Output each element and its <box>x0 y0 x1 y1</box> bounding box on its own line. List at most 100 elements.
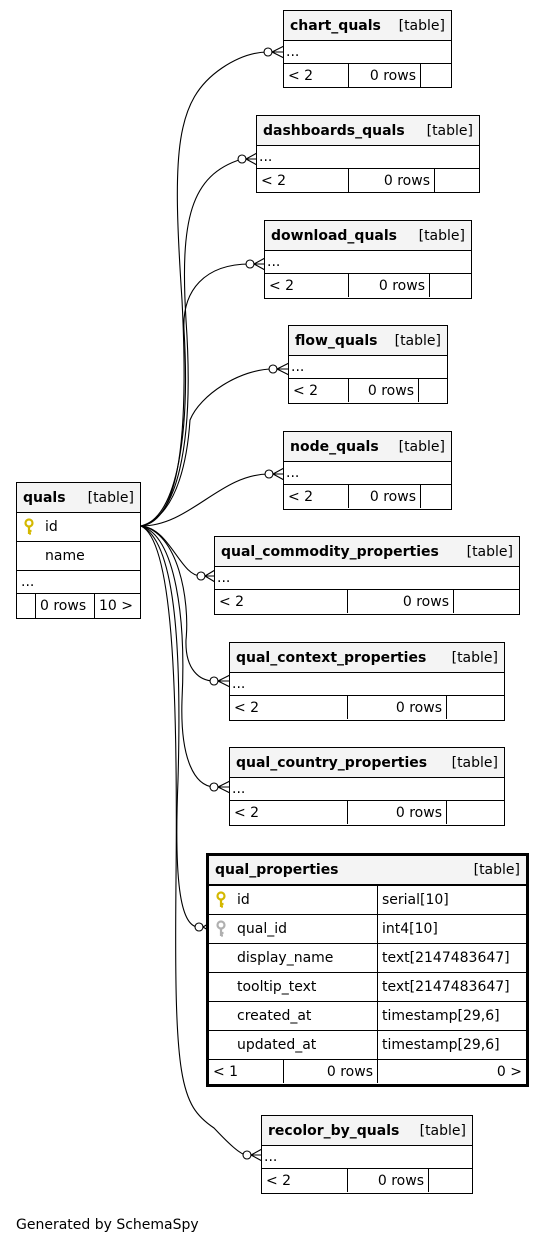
crowfoot-circle <box>237 154 247 164</box>
edge-qual-context <box>140 525 215 682</box>
table-name: download_quals <box>271 227 397 244</box>
table-name: recolor_by_quals <box>268 1122 400 1139</box>
nav-prev[interactable]: < 2 <box>261 172 287 189</box>
table-qual-country-properties[interactable]: qual_country_properties[table] ... < 2 0… <box>229 747 505 826</box>
crowfoot-circle <box>268 364 278 374</box>
ellipsis-row: ... <box>17 570 140 593</box>
nav-next[interactable]: 0 > <box>377 1060 526 1083</box>
column-type: int4[10] <box>377 915 526 943</box>
nav-prev[interactable]: < 2 <box>234 699 260 716</box>
table-recolor-by-quals[interactable]: recolor_by_quals[table] ... < 2 0 rows <box>261 1115 473 1194</box>
edge-node-quals <box>140 473 270 527</box>
nav-prev[interactable]: < 2 <box>266 1172 292 1189</box>
table-type: [table] <box>426 122 473 139</box>
table-name: dashboards_quals <box>263 122 405 139</box>
table-type: [table] <box>398 438 445 455</box>
crowfoot-circle <box>245 259 255 269</box>
row-count: 0 rows <box>348 485 420 508</box>
row-count: 0 rows <box>347 696 446 719</box>
table-node-quals[interactable]: node_quals [table] ... < 2 0 rows <box>283 431 452 510</box>
footer-row: < 2 0 rows <box>265 273 471 297</box>
column-type: timestamp[29,6] <box>377 1002 526 1030</box>
column-name: display_name <box>237 950 334 966</box>
footer-row: < 2 0 rows <box>284 63 451 87</box>
row-count: 0 rows <box>348 379 418 402</box>
footer-row: < 2 0 rows <box>262 1168 472 1192</box>
table-type: [table] <box>419 1122 466 1139</box>
table-name: qual_commodity_properties <box>221 543 439 560</box>
primary-key-icon <box>23 518 37 536</box>
crowfoot <box>250 1148 263 1162</box>
footer-row: < 1 0 rows 0 > <box>209 1059 526 1083</box>
table-type: [table] <box>418 227 465 244</box>
footer-row: < 2 0 rows <box>230 800 504 824</box>
row-count: 0 rows <box>35 594 94 618</box>
table-quals[interactable]: quals [table] id name ... 0 rows 10 > <box>16 482 141 619</box>
footer-row: < 2 0 rows <box>289 378 447 402</box>
column-type: text[2147483647] <box>377 944 526 972</box>
table-chart-quals[interactable]: chart_quals[table] ... < 2 0 rows <box>283 10 452 88</box>
table-header: quals [table] <box>17 483 140 512</box>
crowfoot <box>276 362 290 376</box>
column-row[interactable]: id <box>17 512 140 541</box>
table-qual-properties[interactable]: qual_properties [table] id serial[10] qu… <box>206 853 529 1087</box>
crowfoot <box>204 569 216 583</box>
footer-row: < 2 0 rows <box>257 168 479 192</box>
table-type: [table] <box>398 17 445 34</box>
ellipsis-row: ... <box>257 145 479 168</box>
table-dashboards-quals[interactable]: dashboards_quals [table] ... < 2 0 rows <box>256 115 480 193</box>
table-qual-context-properties[interactable]: qual_context_properties[table] ... < 2 0… <box>229 642 505 721</box>
table-header: qual_properties [table] <box>209 856 526 885</box>
column-type: serial[10] <box>377 886 526 914</box>
table-type: [table] <box>451 754 498 771</box>
footer-row: < 2 0 rows <box>284 484 451 508</box>
table-name: qual_properties <box>215 862 339 878</box>
table-type: [table] <box>394 332 441 349</box>
table-qual-commodity-properties[interactable]: qual_commodity_properties[table] ... < 2… <box>214 536 520 615</box>
column-name: tooltip_text <box>237 979 317 995</box>
crowfoot <box>253 257 266 271</box>
row-count: 0 rows <box>348 169 434 192</box>
column-row[interactable]: qual_id int4[10] <box>209 914 526 943</box>
table-name: qual_context_properties <box>236 649 427 666</box>
column-row[interactable]: id serial[10] <box>209 885 526 914</box>
column-row[interactable]: updated_at timestamp[29,6] <box>209 1030 526 1059</box>
table-type: [table] <box>466 543 513 560</box>
row-count: 0 rows <box>283 1060 377 1083</box>
row-count: 0 rows <box>348 274 429 297</box>
primary-key-icon <box>215 891 229 909</box>
table-type: [table] <box>87 489 134 506</box>
crowfoot-circle <box>263 47 273 57</box>
edge-recolor-by-quals <box>140 525 247 1156</box>
nav-prev[interactable]: < 2 <box>269 277 295 294</box>
nav-next[interactable]: 10 > <box>94 594 140 618</box>
table-flow-quals[interactable]: flow_quals[table] ... < 2 0 rows <box>288 325 448 404</box>
nav-prev[interactable]: < 2 <box>288 488 314 505</box>
table-download-quals[interactable]: download_quals [table] ... < 2 0 rows <box>264 220 472 299</box>
footer-row: < 2 0 rows <box>230 695 504 719</box>
crowfoot-circle <box>264 469 274 479</box>
edge-chart-quals <box>140 51 269 527</box>
nav-prev[interactable]: < 1 <box>213 1063 239 1080</box>
column-name: updated_at <box>237 1037 317 1053</box>
column-row[interactable]: tooltip_text text[2147483647] <box>209 972 526 1001</box>
nav-prev[interactable]: < 2 <box>293 382 319 399</box>
column-name: name <box>45 548 85 564</box>
table-name: node_quals <box>290 438 379 455</box>
column-name: id <box>237 892 250 908</box>
crowfoot-circle <box>209 676 219 686</box>
nav-prev[interactable]: < 2 <box>219 593 245 610</box>
ellipsis-row: ... <box>230 672 504 695</box>
footer-row: 0 rows 10 > <box>17 593 140 618</box>
nav-prev[interactable]: < 2 <box>234 804 260 821</box>
nav-prev[interactable]: < 2 <box>288 67 314 84</box>
ellipsis-row: ... <box>230 777 504 800</box>
row-count: 0 rows <box>347 1169 428 1192</box>
crowfoot <box>217 780 231 794</box>
column-row[interactable]: created_at timestamp[29,6] <box>209 1001 526 1030</box>
ellipsis-row: ... <box>284 461 451 484</box>
ellipsis-row: ... <box>265 250 471 273</box>
column-type: timestamp[29,6] <box>377 1031 526 1059</box>
column-row[interactable]: display_name text[2147483647] <box>209 943 526 972</box>
column-row[interactable]: name <box>17 541 140 570</box>
